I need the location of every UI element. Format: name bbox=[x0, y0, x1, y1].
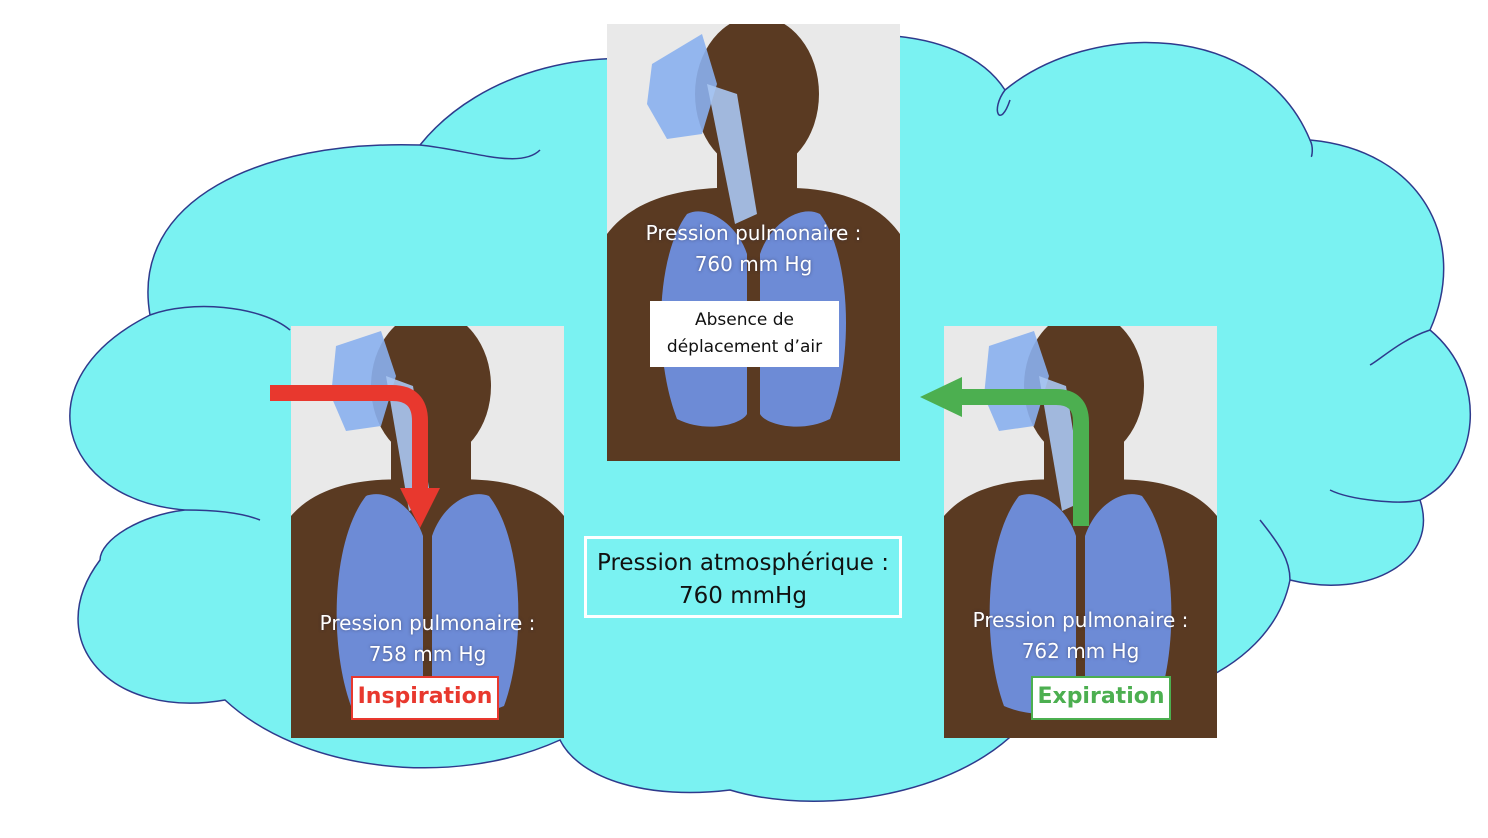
panel-expiration: Pression pulmonaire : 762 mm Hg Expirati… bbox=[944, 326, 1217, 738]
pressure-label-line1: Pression pulmonaire : bbox=[645, 221, 862, 245]
pressure-value: 762 mm Hg bbox=[1021, 639, 1140, 663]
atmospheric-pressure-value: 760 mmHg bbox=[679, 583, 807, 609]
atmospheric-pressure-label: Pression atmosphérique : bbox=[596, 550, 889, 576]
atmospheric-pressure-box: Pression atmosphérique : 760 mmHg bbox=[584, 536, 902, 618]
pressure-label-line1: Pression pulmonaire : bbox=[319, 611, 536, 635]
pressure-value: 760 mm Hg bbox=[694, 252, 813, 276]
expiration-label: Expiration bbox=[1031, 676, 1171, 720]
pressure-label-line1: Pression pulmonaire : bbox=[972, 608, 1189, 632]
no-airflow-note: Absence de déplacement d’air bbox=[650, 301, 839, 367]
inspiration-label: Inspiration bbox=[351, 676, 499, 720]
panel-rest: Pression pulmonaire : 760 mm Hg Absence … bbox=[607, 24, 900, 461]
panel-inspiration: Pression pulmonaire : 758 mm Hg Inspirat… bbox=[291, 326, 564, 738]
pressure-value: 758 mm Hg bbox=[368, 642, 487, 666]
